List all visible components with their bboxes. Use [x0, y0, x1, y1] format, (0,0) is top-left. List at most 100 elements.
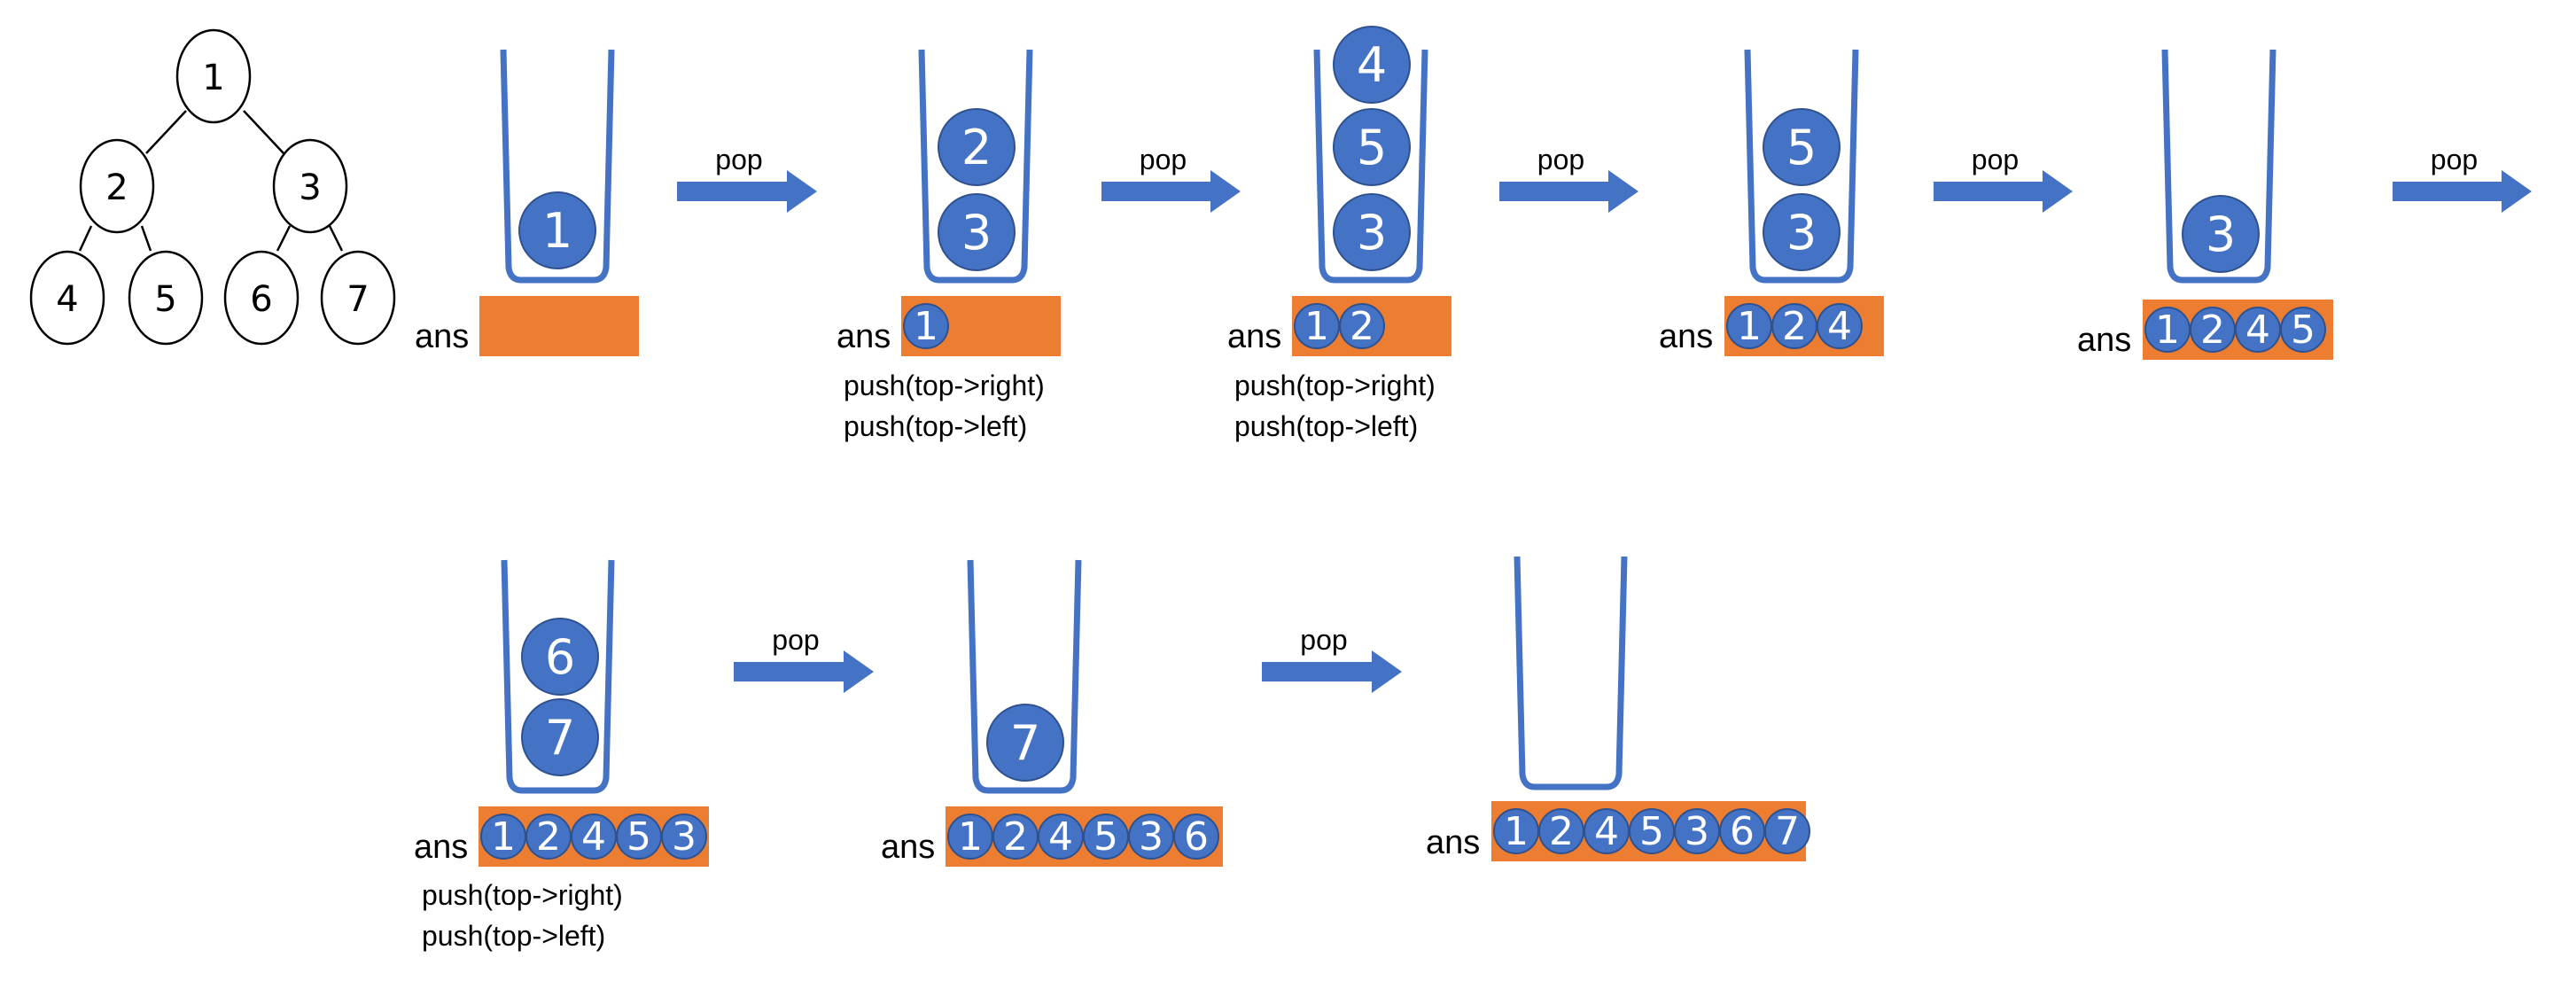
pop-arrow: pop	[1499, 144, 1638, 213]
stack-ball	[518, 191, 596, 269]
traversal-steps: 1ans231anspush(top->right)push(top->left…	[414, 26, 2333, 952]
binary-tree	[29, 28, 396, 346]
push-right-note: push(top->right)	[422, 879, 623, 911]
pop-label: pop	[1972, 144, 2019, 175]
ans-ball	[1173, 814, 1219, 860]
stack-ball	[1763, 193, 1841, 271]
pop-arrow: pop	[1934, 144, 2073, 213]
pop-label: pop	[2431, 144, 2478, 175]
stack-ball-label: 3	[1786, 205, 1817, 261]
stack-ball-label: 3	[1357, 205, 1387, 261]
stack-ball-label: 1	[542, 203, 572, 259]
ans-ball-label: 2	[1782, 304, 1807, 349]
ans-ball-label: 5	[2291, 308, 2315, 353]
stack-ball	[986, 704, 1064, 782]
ans-label: ans	[837, 318, 891, 355]
ans-ball-label: 4	[1048, 814, 1073, 860]
pop-label: pop	[1300, 624, 1347, 656]
stack-container	[1514, 556, 1628, 790]
stack-ball	[1333, 26, 1411, 104]
tree-node-1	[175, 28, 252, 124]
arrow-right-icon	[2393, 170, 2532, 213]
ans-ball-label: 1	[1304, 304, 1329, 349]
tree-node-label: 6	[250, 279, 272, 320]
ans-ball	[2280, 307, 2326, 353]
stack-container	[1744, 49, 1859, 284]
ans-ball-label: 1	[914, 304, 938, 349]
ans-ball-label: 1	[2155, 308, 2180, 353]
tree-node-label: 7	[346, 279, 369, 320]
tree-node-3	[272, 138, 348, 234]
tree-node-label: 2	[105, 167, 128, 208]
ans-ball-label: 6	[1730, 809, 1755, 854]
ans-label: ans	[1227, 318, 1281, 355]
ans-bar	[479, 296, 639, 356]
ans-ball-label: 6	[1184, 814, 1209, 860]
stack-ball-label: 5	[1786, 120, 1817, 175]
ans-ball-label: 5	[1093, 814, 1118, 860]
tree-node-7	[320, 250, 396, 346]
pop-arrow: pop	[1262, 624, 1402, 693]
stack-ball-label: 6	[545, 629, 575, 685]
stack-container	[501, 559, 615, 794]
stack-ball-label: 7	[545, 710, 575, 766]
tree-node-label: 4	[56, 279, 78, 320]
push-left-note: push(top->left)	[844, 410, 1027, 442]
stack-container	[967, 559, 1082, 794]
stack-container	[500, 49, 615, 284]
stack-ball	[2182, 195, 2260, 273]
stack-ball-label: 5	[1357, 120, 1387, 175]
ans-ball	[1339, 303, 1385, 349]
tree-edge	[276, 225, 292, 252]
tree-node-label: 1	[202, 58, 224, 98]
ans-ball-label: 7	[1775, 809, 1800, 854]
tree-edge	[328, 225, 344, 252]
pop-label: pop	[1140, 144, 1187, 175]
arrow-right-icon	[1101, 170, 1241, 213]
stack-ball-label: 7	[1010, 715, 1040, 771]
pop-arrow: pop	[677, 144, 817, 213]
stack-ball	[1333, 108, 1411, 186]
tree-node-2	[79, 138, 155, 234]
tree-node-label: 3	[299, 167, 321, 208]
pop-arrow: pop	[2393, 144, 2532, 213]
tree-node-5	[128, 250, 204, 346]
stack-ball	[938, 193, 1016, 271]
stack-ball-label: 3	[2206, 206, 2236, 262]
ans-ball-label: 1	[491, 814, 516, 860]
ans-ball-label: 4	[1827, 304, 1852, 349]
ans-ball-label: 1	[958, 814, 983, 860]
pop-label: pop	[772, 624, 819, 656]
ans-label: ans	[1659, 318, 1713, 355]
ans-ball-label: 4	[1594, 809, 1619, 854]
stack-container	[1313, 49, 1428, 284]
ans-ball-label: 3	[672, 814, 697, 860]
stack-ball-label: 2	[961, 120, 992, 175]
ans-ball-label: 2	[2200, 308, 2225, 353]
tree-edge	[140, 225, 152, 252]
ans-ball-label: 1	[1504, 809, 1529, 854]
arrow-right-icon	[1262, 650, 1402, 693]
push-right-note: push(top->right)	[1234, 370, 1436, 401]
ans-ball-label: 3	[1139, 814, 1163, 860]
stack-ball	[1763, 108, 1841, 186]
tree-edge	[243, 110, 284, 154]
stack-ball-label: 4	[1357, 37, 1387, 93]
ans-ball-label: 4	[2245, 308, 2270, 353]
ans-label: ans	[2077, 322, 2131, 359]
arrow-right-icon	[1499, 170, 1638, 213]
arrow-right-icon	[734, 650, 874, 693]
stack-ball	[521, 618, 599, 696]
stack-ball	[521, 698, 599, 776]
tree-labels: 1 2 3 4 5 6 7	[56, 58, 369, 320]
pop-arrow: pop	[734, 624, 874, 693]
ans-ball-label: 2	[1350, 304, 1374, 349]
arrow-right-icon	[677, 170, 817, 213]
